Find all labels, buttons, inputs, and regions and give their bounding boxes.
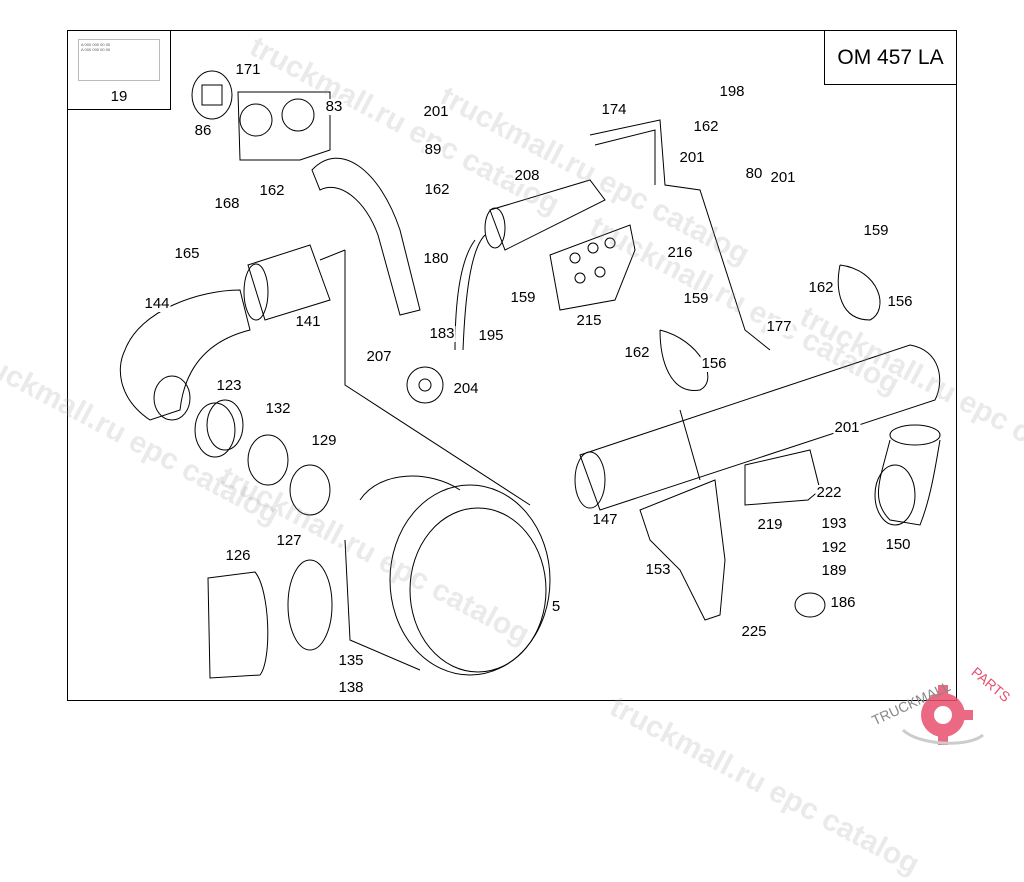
part-callout[interactable]: 156 bbox=[700, 355, 728, 372]
part-callout[interactable]: 207 bbox=[365, 348, 393, 365]
elbow-150 bbox=[874, 424, 941, 526]
legend-card-line: A 000 000 00 00 bbox=[81, 47, 111, 52]
part-callout[interactable]: 129 bbox=[310, 432, 338, 449]
part-callout[interactable]: 162 bbox=[692, 118, 720, 135]
part-callout[interactable]: 204 bbox=[452, 380, 480, 397]
part-callout[interactable]: 147 bbox=[591, 511, 619, 528]
engine-title: OM 457 LA bbox=[824, 30, 957, 85]
diagram-frame bbox=[67, 30, 957, 701]
part-callout[interactable]: 219 bbox=[756, 516, 784, 533]
part-callout[interactable]: 201 bbox=[769, 169, 797, 186]
part-callout[interactable]: 159 bbox=[682, 290, 710, 307]
part-callout[interactable]: 153 bbox=[644, 561, 672, 578]
part-callout[interactable]: 201 bbox=[422, 103, 450, 120]
clamp-156 bbox=[659, 264, 881, 391]
part-callout[interactable]: 89 bbox=[423, 141, 443, 158]
part-callout[interactable]: 132 bbox=[264, 400, 292, 417]
legend-card-line: A 000 000 00 00 bbox=[81, 42, 111, 47]
clamp-129 bbox=[289, 464, 331, 516]
part-callout[interactable]: 159 bbox=[862, 222, 890, 239]
pipe-180 bbox=[311, 157, 421, 316]
part-callout[interactable]: 162 bbox=[258, 182, 286, 199]
part-callout[interactable]: 162 bbox=[623, 344, 651, 361]
parts-drawing bbox=[119, 70, 941, 679]
part-callout[interactable]: 144 bbox=[143, 295, 171, 312]
hose-141 bbox=[243, 244, 331, 321]
part-callout[interactable]: 186 bbox=[829, 594, 857, 611]
shield-219 bbox=[744, 449, 821, 506]
part-callout[interactable]: 201 bbox=[833, 419, 861, 436]
ring-126-cover bbox=[207, 571, 269, 679]
part-callout[interactable]: 165 bbox=[173, 245, 201, 262]
part-callout[interactable]: 83 bbox=[324, 98, 344, 115]
part-callout[interactable]: 171 bbox=[234, 61, 262, 78]
part-callout[interactable]: 174 bbox=[600, 101, 628, 118]
part-callout[interactable]: 168 bbox=[213, 195, 241, 212]
part-callout[interactable]: 138 bbox=[337, 679, 365, 696]
ring-127 bbox=[287, 559, 333, 651]
part-callout[interactable]: 162 bbox=[807, 279, 835, 296]
svg-text:PARTS: PARTS bbox=[968, 664, 1013, 705]
air-filter-5 bbox=[344, 475, 551, 676]
silencer-208 bbox=[454, 179, 606, 351]
ring-123 bbox=[194, 399, 244, 458]
part-callout[interactable]: 215 bbox=[575, 312, 603, 329]
part-callout[interactable]: 225 bbox=[740, 623, 768, 640]
rod-174 bbox=[589, 119, 771, 351]
part-callout[interactable]: 127 bbox=[275, 532, 303, 549]
part-callout[interactable]: 5 bbox=[550, 598, 562, 615]
part-callout[interactable]: 177 bbox=[765, 318, 793, 335]
leader-lines bbox=[319, 249, 531, 506]
part-callout[interactable]: 208 bbox=[513, 167, 541, 184]
pipe-147 bbox=[574, 344, 941, 511]
part-callout[interactable]: 180 bbox=[422, 250, 450, 267]
part-callout[interactable]: 126 bbox=[224, 547, 252, 564]
part-callout[interactable]: 150 bbox=[884, 536, 912, 553]
bracket-153 bbox=[639, 479, 726, 621]
part-callout[interactable]: 135 bbox=[337, 652, 365, 669]
part-callout[interactable]: 198 bbox=[718, 83, 746, 100]
part-callout[interactable]: 123 bbox=[215, 377, 243, 394]
cap-86 bbox=[191, 70, 233, 120]
part-callout[interactable]: 183 bbox=[428, 325, 456, 342]
legend-card: A 000 000 00 00 A 000 000 00 00 bbox=[78, 39, 160, 81]
part-callout[interactable]: 86 bbox=[193, 122, 213, 139]
part-callout[interactable]: 193 bbox=[820, 515, 848, 532]
part-callout[interactable]: 189 bbox=[820, 562, 848, 579]
bracket-83 bbox=[237, 91, 331, 161]
part-callout[interactable]: 222 bbox=[815, 484, 843, 501]
part-callout[interactable]: 156 bbox=[886, 293, 914, 310]
part-callout[interactable]: 201 bbox=[678, 149, 706, 166]
gear-icon bbox=[921, 685, 973, 745]
truckmall-parts-logo: TRUCKMALL PARTS bbox=[869, 664, 1013, 745]
part-callout[interactable]: 195 bbox=[477, 327, 505, 344]
part-callout[interactable]: 80 bbox=[744, 165, 764, 182]
part-callout[interactable]: 159 bbox=[509, 289, 537, 306]
flange-204 bbox=[406, 366, 444, 404]
clamp-132 bbox=[247, 434, 289, 486]
part-callout[interactable]: 192 bbox=[820, 539, 848, 556]
pipe-144 bbox=[119, 289, 251, 421]
mount-186 bbox=[794, 592, 826, 618]
legend-box: A 000 000 00 00 A 000 000 00 00 19 bbox=[67, 30, 171, 110]
plate-215 bbox=[549, 224, 636, 311]
part-callout[interactable]: 216 bbox=[666, 244, 694, 261]
part-callout[interactable]: 162 bbox=[423, 181, 451, 198]
part-callout[interactable]: 141 bbox=[294, 313, 322, 330]
legend-number: 19 bbox=[110, 88, 128, 105]
